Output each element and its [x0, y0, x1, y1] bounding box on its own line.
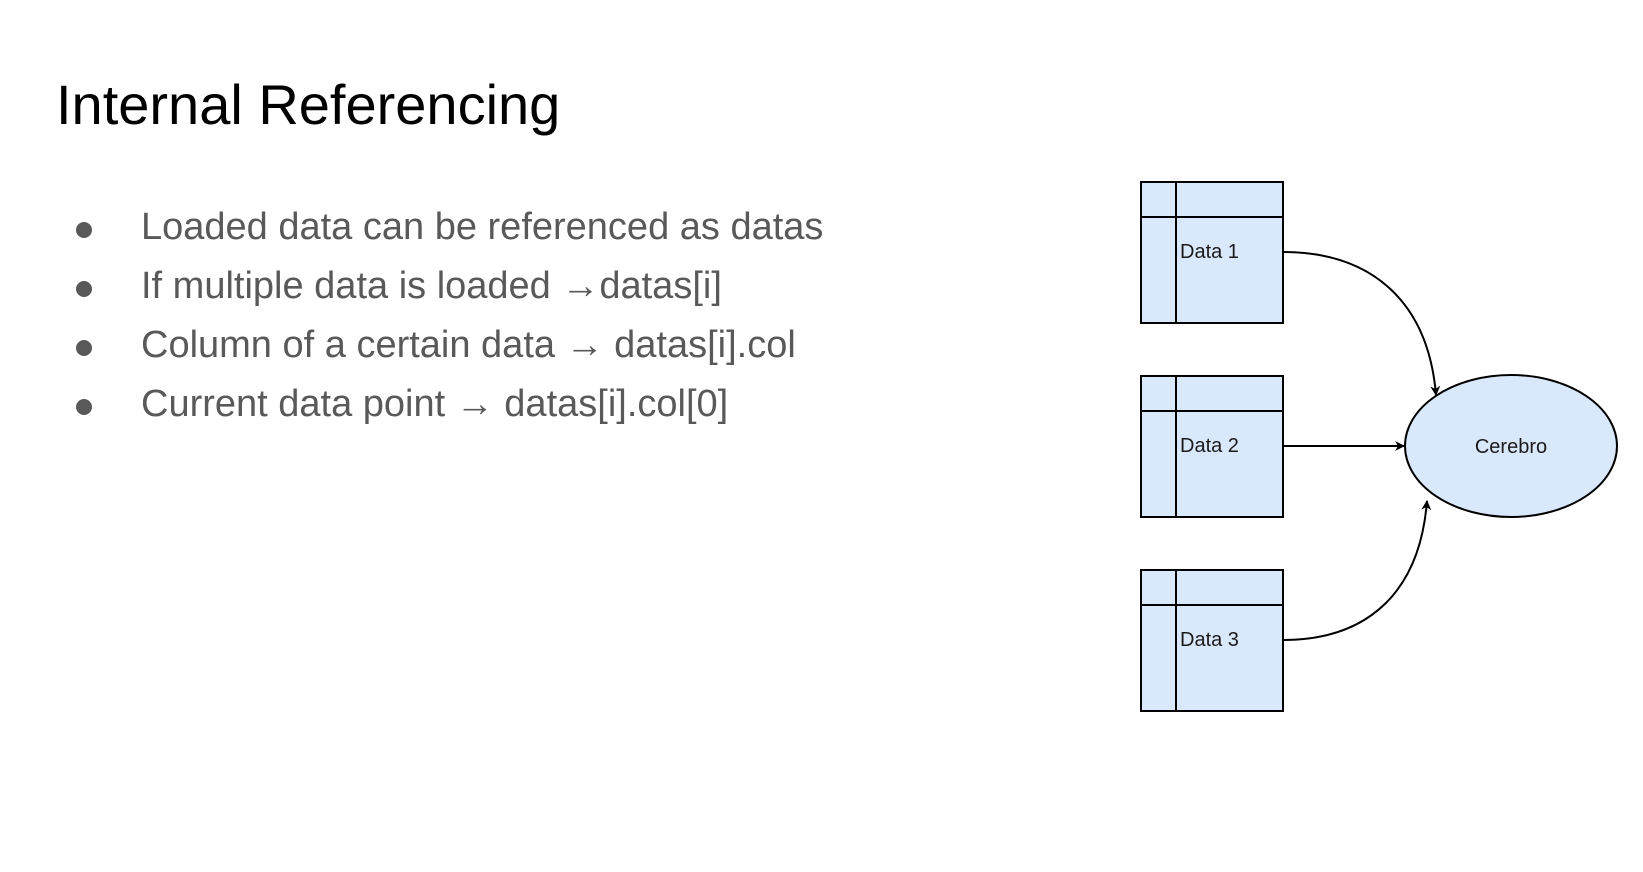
data-table-3: Data 3 — [1140, 569, 1284, 712]
bullet-text: Loaded data can be referenced as datas — [141, 206, 824, 248]
data-table-2: Data 2 — [1140, 375, 1284, 518]
data-table-2-body — [1140, 375, 1284, 518]
bullet-text: If multiple data is loaded →datas[i] — [141, 265, 722, 307]
data-table-1: Data 1 — [1140, 181, 1284, 324]
cerebro-node: Cerebro — [1404, 374, 1618, 518]
data-table-2-label: Data 2 — [1180, 435, 1239, 457]
bullet-dot-icon — [76, 399, 92, 415]
bullet-text: Column of a certain data → datas[i].col — [141, 324, 796, 366]
bullet-dot-icon — [76, 281, 92, 297]
data-table-1-label: Data 1 — [1180, 241, 1239, 263]
slide-title: Internal Referencing — [56, 73, 561, 136]
arrow-data1-to-cerebro — [1282, 251, 1441, 396]
data-table-3-label: Data 3 — [1180, 629, 1239, 651]
cerebro-label: Cerebro — [1475, 436, 1547, 458]
bullet-dot-icon — [76, 340, 92, 356]
data-table-1-body — [1140, 181, 1284, 324]
bullet-text: Current data point → datas[i].col[0] — [141, 383, 729, 425]
bullet-dot-icon — [76, 222, 92, 238]
arrow-data3-to-cerebro — [1282, 500, 1432, 641]
cerebro-ellipse — [1404, 374, 1618, 518]
